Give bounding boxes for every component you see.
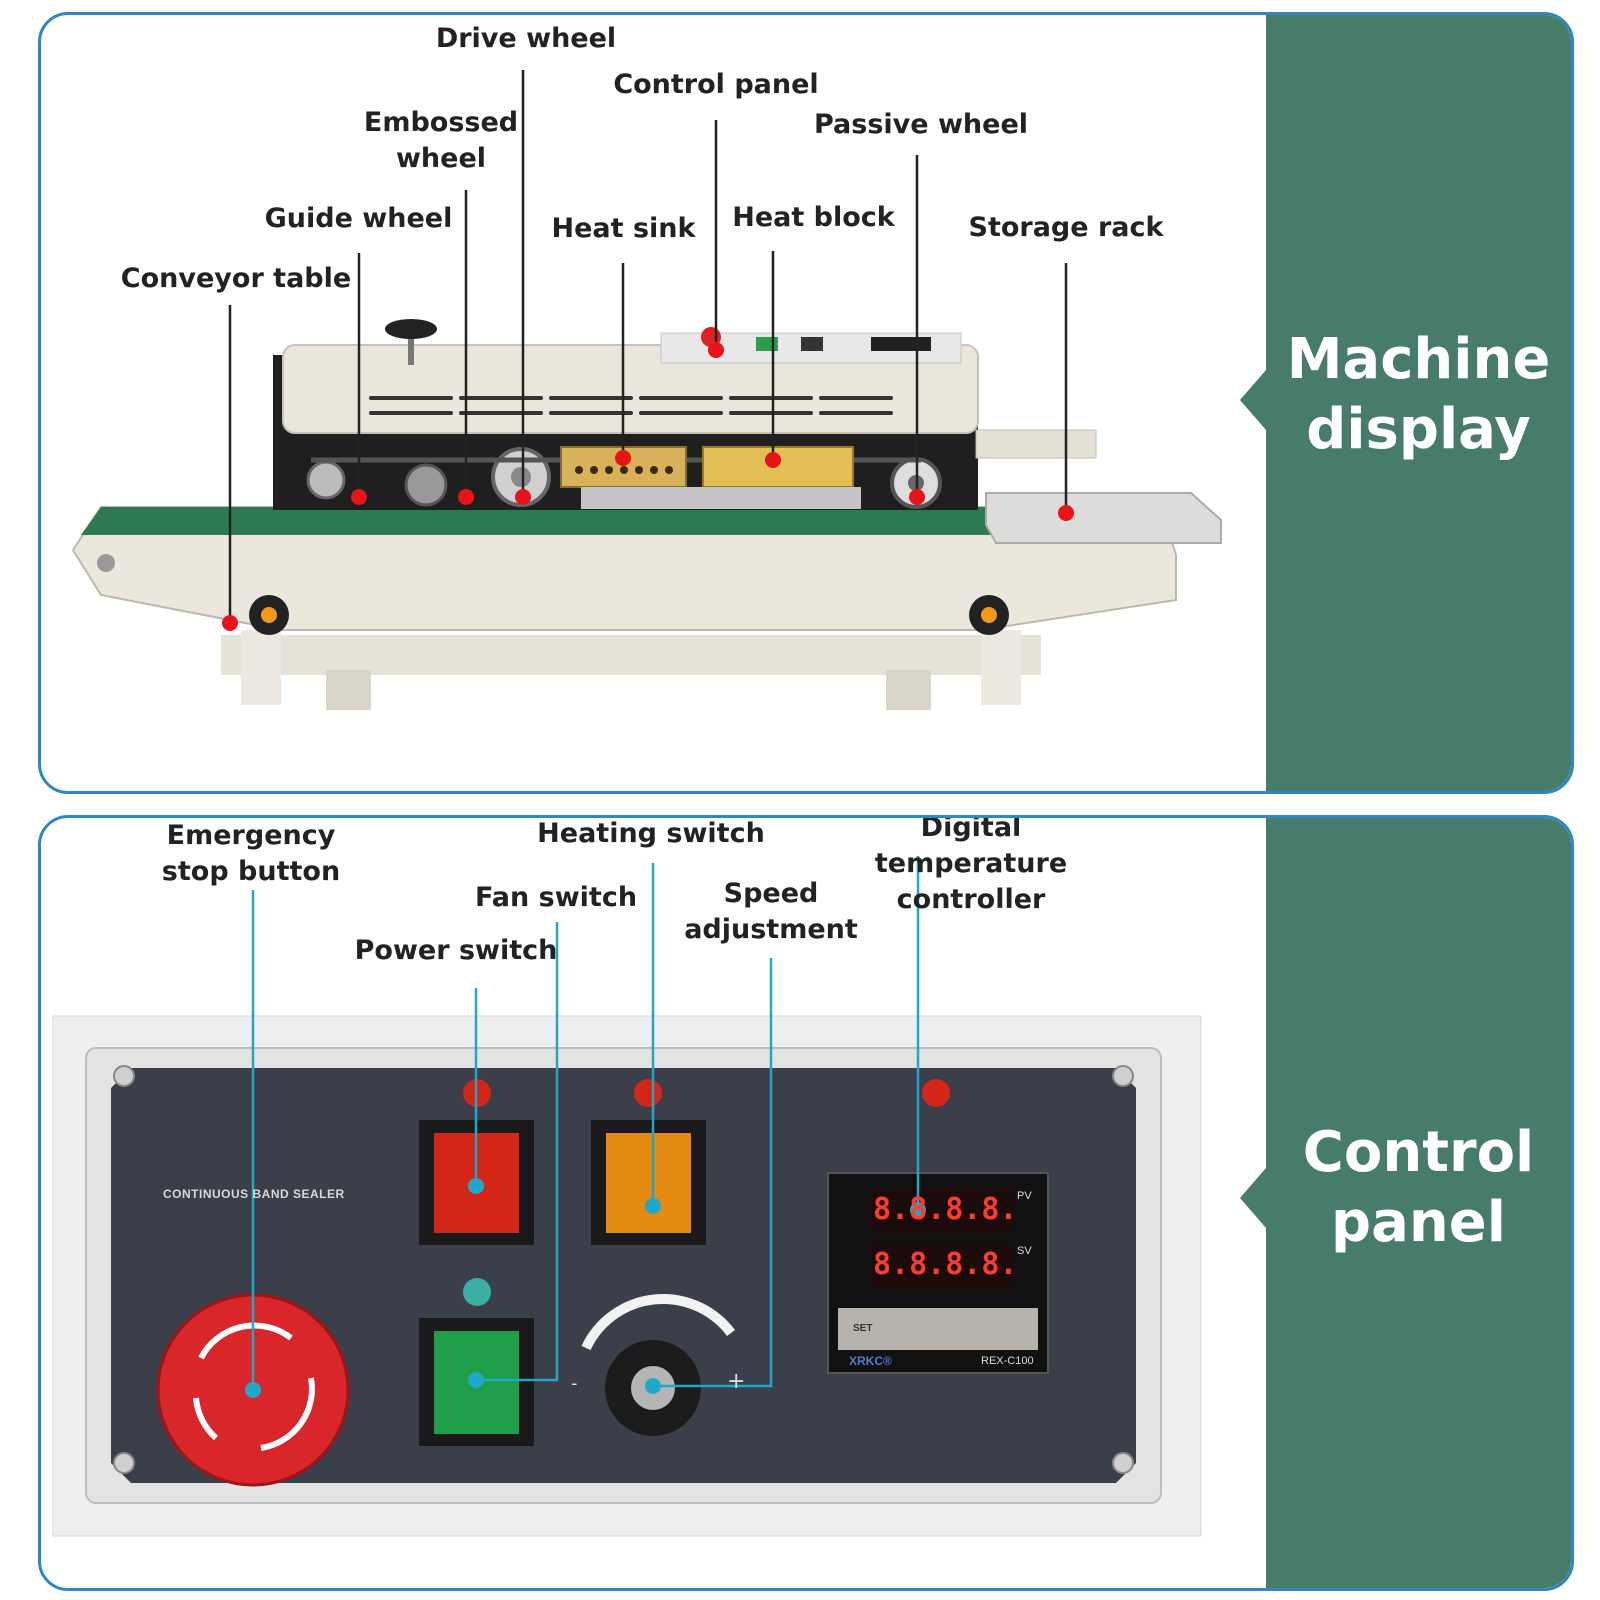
- pv-label: PV: [1017, 1190, 1032, 1202]
- side-pointer-arrow: [1240, 1168, 1266, 1228]
- callout-heat-block: Heat block: [732, 202, 895, 233]
- side-pointer-arrow: [1240, 370, 1266, 430]
- sv-label: SV: [1017, 1245, 1032, 1257]
- callout-guide-wheel: Guide wheel: [264, 203, 453, 234]
- speed-plus-label: +: [727, 1369, 746, 1394]
- machine-display-title: Machine display: [1286, 327, 1551, 462]
- callout-power-switch: Power switch: [354, 935, 558, 966]
- control-panel-section: CONTINUOUS BAND SEALER 8.8.8.8. 8.8.8.8.…: [38, 815, 1574, 1591]
- callout-fan-switch: Fan switch: [474, 882, 638, 913]
- control-panel-illustration: [52, 856, 1202, 1537]
- machine-display-side-panel: Machine display: [1240, 15, 1571, 791]
- controller-brand: XRKC®: [849, 1354, 892, 1368]
- callout-embossed-wheel: Embossed wheel: [363, 107, 519, 174]
- callout-speed-adjustment: Speed adjustment: [684, 878, 858, 945]
- storage-rack: [985, 492, 1222, 544]
- callout-heat-sink: Heat sink: [551, 213, 696, 244]
- callout-digital-temperature-controller: Digital temperature controller: [874, 815, 1068, 915]
- controller-model: REX-C100: [981, 1355, 1034, 1367]
- thermometer-icon: [922, 1079, 950, 1107]
- machine-display-panel: Drive wheel Control panel Embossed wheel…: [38, 12, 1574, 794]
- conveyor-belt: [81, 507, 1181, 535]
- screws: [113, 1065, 1134, 1474]
- machine-callout-dots: [222, 342, 1074, 631]
- sv-digits: 8.8.8.8.: [873, 1247, 1018, 1282]
- sealer-machine-illustration: [71, 70, 1222, 710]
- cover-vents: [369, 396, 893, 415]
- pv-digits: 8.8.8.8.: [873, 1192, 1018, 1227]
- callout-storage-rack: Storage rack: [968, 212, 1164, 243]
- heat-block: [702, 446, 854, 488]
- callout-drive-wheel: Drive wheel: [435, 23, 617, 54]
- callout-control-panel: Control panel: [613, 69, 819, 100]
- set-key[interactable]: SET: [853, 1323, 873, 1334]
- machine-base: [221, 635, 1041, 675]
- callout-conveyor-table: Conveyor table: [120, 263, 352, 294]
- speed-minus-label: -: [571, 1373, 578, 1394]
- fan-icon: [463, 1278, 491, 1306]
- callout-passive-wheel: Passive wheel: [813, 109, 1029, 140]
- panel-caption: CONTINUOUS BAND SEALER: [163, 1187, 345, 1201]
- machine-leader-lines: [228, 70, 1068, 623]
- heating-icon: [634, 1079, 662, 1107]
- control-panel-side-panel: Control panel: [1240, 818, 1571, 1588]
- callout-emergency-stop-button: Emergency stop button: [161, 820, 341, 887]
- callout-heating-switch: Heating switch: [537, 818, 765, 849]
- control-panel-title: Control panel: [1302, 1120, 1535, 1255]
- embossed-wheel: [404, 463, 448, 507]
- speed-arc: [581, 1294, 735, 1351]
- control-leader-lines: [251, 856, 920, 1390]
- heating-rocker[interactable]: [606, 1133, 691, 1233]
- sv-display: [871, 1243, 1013, 1288]
- pv-display: [871, 1188, 1013, 1233]
- panel-face: [111, 1068, 1136, 1483]
- controller-keypad: [838, 1308, 1038, 1350]
- control-callout-dots: [245, 1178, 926, 1398]
